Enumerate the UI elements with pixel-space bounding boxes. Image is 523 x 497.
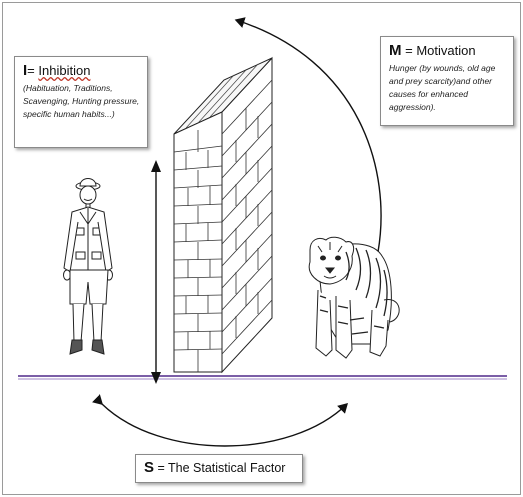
curved-arrow-top xyxy=(234,17,382,253)
motivation-letter: M xyxy=(389,42,402,59)
tiger-icon xyxy=(308,236,400,359)
ground-line xyxy=(18,375,507,380)
motivation-box: M = Motivation Hunger (by wounds, old ag… xyxy=(380,36,514,126)
statistical-text: = The Statistical Factor xyxy=(154,461,286,475)
inhibition-separator: = xyxy=(27,63,39,78)
brick-wall-icon xyxy=(173,56,273,374)
statistical-factor-box: S = The Statistical Factor xyxy=(135,454,303,483)
motivation-description: Hunger (by wounds, old age and prey scar… xyxy=(389,63,496,112)
inhibition-box: I= Inhibition (Habituation, Traditions, … xyxy=(14,56,148,148)
statistical-title: S = The Statistical Factor xyxy=(136,455,302,476)
motivation-separator: = xyxy=(401,43,417,58)
inhibition-letter: I xyxy=(23,62,28,79)
inhibition-word: Inhibition xyxy=(38,63,91,78)
height-arrow xyxy=(151,160,161,384)
motivation-title: M = Motivation xyxy=(381,37,513,59)
person-icon xyxy=(63,178,113,355)
statistical-letter: S xyxy=(144,459,155,476)
motivation-word: Motivation xyxy=(416,43,476,58)
curved-arrow-bottom xyxy=(92,394,348,447)
inhibition-description: (Habituation, Traditions, Scavenging, Hu… xyxy=(23,83,140,119)
inhibition-title: I= Inhibition xyxy=(15,57,147,79)
